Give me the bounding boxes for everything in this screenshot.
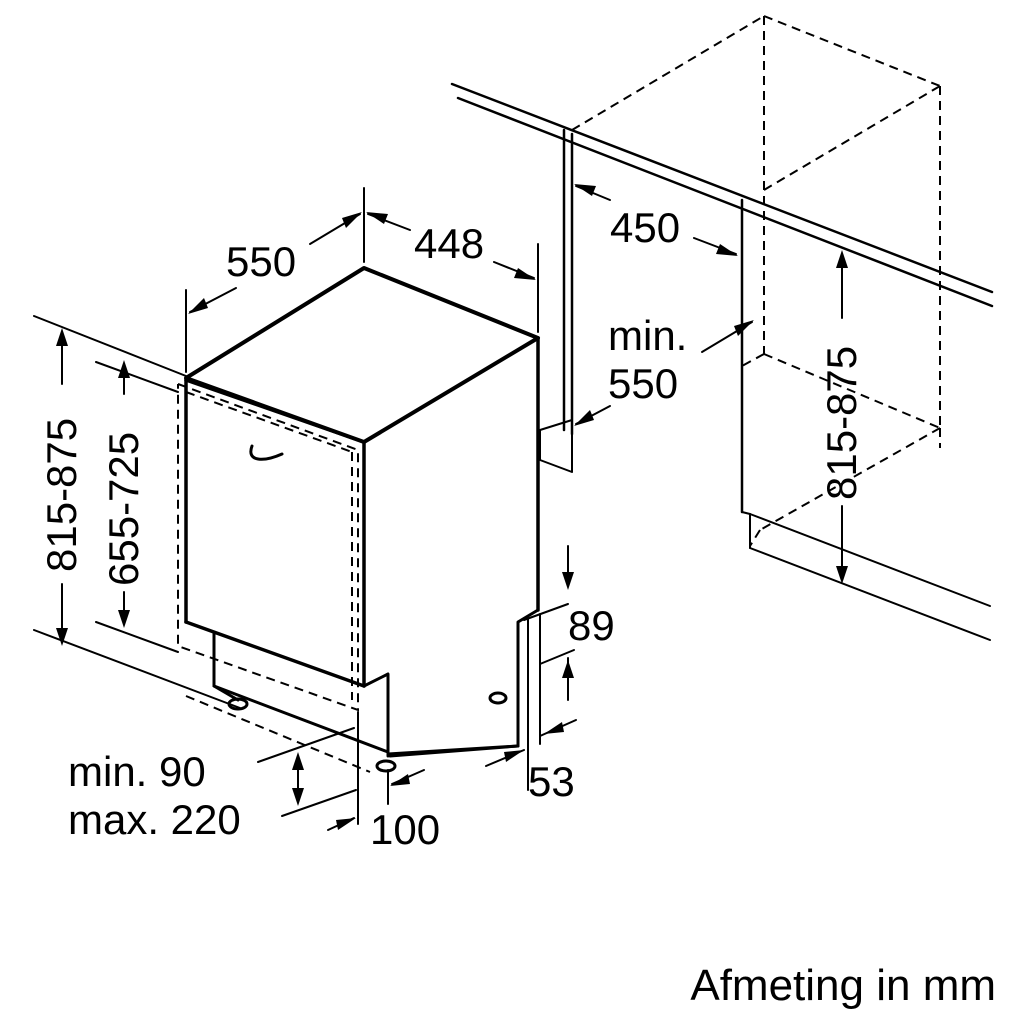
floor-lines [33, 315, 371, 773]
label-door-height: 655-725 [100, 432, 147, 586]
label-plinth-89: 89 [568, 602, 615, 649]
dishwasher [177, 266, 540, 773]
label-niche-depth-550: 550 [608, 360, 678, 407]
label-niche-width-450: 450 [610, 204, 680, 251]
label-plinth-min: min. 90 [68, 748, 206, 795]
label-plinth-53: 53 [528, 758, 575, 805]
label-width-448: 448 [414, 220, 484, 267]
label-plinth-max: max. 220 [68, 796, 241, 843]
dimension-labels: 550 448 450 min. 550 815-875 655-725 815… [38, 204, 996, 1010]
label-depth-550: 550 [226, 238, 296, 285]
caption: Afmeting in mm [690, 961, 996, 1010]
label-foot-100: 100 [370, 806, 440, 853]
kitchen-cabinet [450, 15, 994, 641]
label-niche-depth-min: min. [608, 312, 687, 359]
label-height-right: 815-875 [818, 346, 865, 500]
dimension-lines [56, 184, 848, 831]
label-height-left: 815-875 [38, 418, 85, 572]
